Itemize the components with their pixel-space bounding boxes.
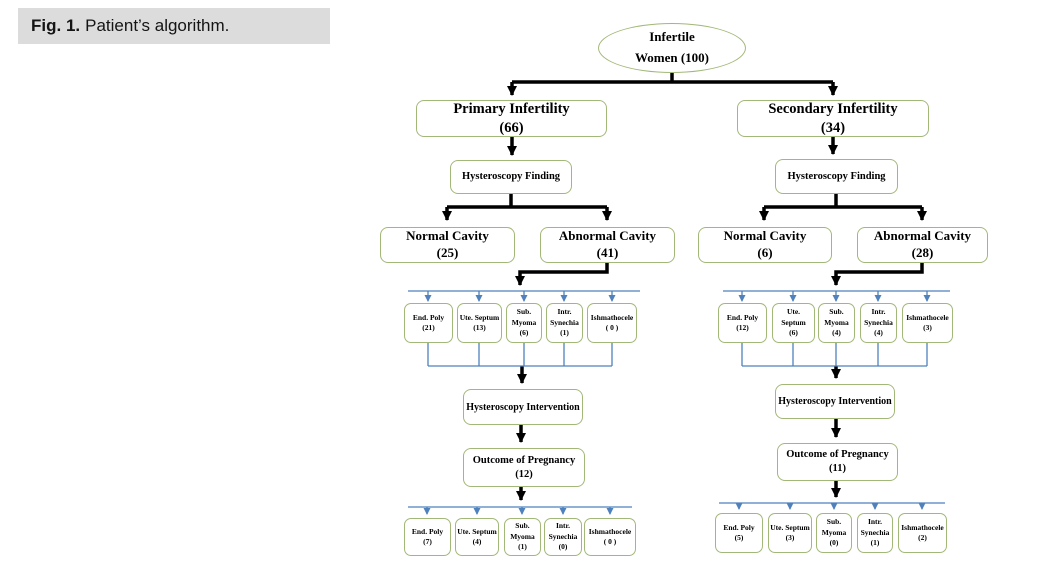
normal-right-count: (6) (757, 245, 773, 260)
abnormal-left-count: (41) (596, 245, 619, 260)
node-outcome-end-poly-left: End. Poly (7) (404, 518, 451, 556)
node-outcome-ishmathocele-right: Ishmathocele (2) (898, 513, 947, 553)
node-outcome-left: Outcome of Pregnancy (12) (463, 448, 585, 487)
node-finding-end-poly-right: End. Poly (12) (718, 303, 767, 343)
figure-caption-text: Patient’s algorithm. (85, 16, 230, 35)
root-line2: Women (100) (634, 50, 710, 66)
secondary-title: Secondary Infertility (768, 100, 898, 117)
node-outcome-end-poly-right: End. Poly (5) (715, 513, 763, 553)
abnormal-right-title: Abnormal Cavity (873, 228, 972, 244)
node-abnormal-cavity-left: Abnormal Cavity (41) (540, 227, 675, 263)
secondary-count: (34) (820, 119, 846, 136)
node-outcome-right: Outcome of Pregnancy (11) (777, 443, 898, 481)
node-finding-ute-septum-left: Ute. Septum (13) (457, 303, 502, 343)
intervention-right-label: Hysteroscopy Intervention (778, 396, 892, 407)
finding-left-label: Hysteroscopy Finding (461, 171, 561, 183)
node-outcome-ute-septum-right: Ute. Septum (3) (768, 513, 812, 553)
node-finding-left: Hysteroscopy Finding (450, 160, 572, 194)
node-primary-infertility: Primary Infertility (66) (416, 100, 607, 137)
abnormal-left-title: Abnormal Cavity (558, 228, 657, 244)
normal-right-title: Normal Cavity (723, 228, 807, 244)
node-secondary-infertility: Secondary Infertility (34) (737, 100, 929, 137)
node-finding-ute-septum-right: Ute. Septum (6) (772, 303, 815, 343)
node-infertile-women: Infertile Women (100) (598, 23, 746, 73)
node-finding-intr-synechia-left: Intr. Synechia (1) (546, 303, 583, 343)
node-finding-end-poly-left: End. Poly (21) (404, 303, 453, 343)
finding-right-label: Hysteroscopy Finding (787, 170, 886, 182)
abnormal-right-count: (28) (911, 245, 934, 260)
node-finding-ishmathocele-right: Ishmathocele (3) (902, 303, 953, 343)
node-intervention-left: Hysteroscopy Intervention (463, 389, 583, 425)
node-finding-right: Hysteroscopy Finding (775, 159, 898, 194)
primary-title: Primary Infertility (453, 100, 570, 117)
node-outcome-intr-synechia-left: Intr. Synechia (0) (544, 518, 582, 556)
outcome-left-count: (12) (515, 468, 533, 480)
primary-count: (66) (499, 119, 524, 136)
node-outcome-sub-myoma-left: Sub. Myoma (1) (504, 518, 541, 556)
node-abnormal-cavity-right: Abnormal Cavity (28) (857, 227, 988, 263)
node-finding-sub-myoma-left: Sub. Myoma (6) (506, 303, 542, 343)
node-normal-cavity-right: Normal Cavity (6) (698, 227, 832, 263)
outcome-right-count: (11) (829, 463, 846, 474)
node-outcome-intr-synechia-right: Intr. Synechia (1) (857, 513, 893, 553)
node-intervention-right: Hysteroscopy Intervention (775, 384, 895, 419)
normal-left-title: Normal Cavity (406, 228, 489, 244)
outcome-right-title: Outcome of Pregnancy (786, 449, 889, 461)
figure-label: Fig. 1. (31, 16, 81, 35)
node-normal-cavity-left: Normal Cavity (25) (380, 227, 515, 263)
intervention-left-label: Hysteroscopy Intervention (466, 401, 580, 413)
node-finding-sub-myoma-right: Sub. Myoma (4) (818, 303, 855, 343)
figure-caption: Fig. 1. Patient’s algorithm. (18, 8, 330, 44)
node-outcome-ute-septum-left: Ute. Septum (4) (455, 518, 499, 556)
normal-left-count: (25) (436, 245, 459, 260)
node-outcome-sub-myoma-right: Sub. Myoma (0) (816, 513, 852, 553)
outcome-left-title: Outcome of Pregnancy (472, 454, 576, 466)
node-finding-ishmathocele-left: Ishmathocele ( 0 ) (587, 303, 637, 343)
root-line1: Infertile (649, 29, 695, 45)
node-finding-intr-synechia-right: Intr. Synechia (4) (860, 303, 897, 343)
node-outcome-ishmathocele-left: Ishmathocele ( 0 ) (584, 518, 636, 556)
